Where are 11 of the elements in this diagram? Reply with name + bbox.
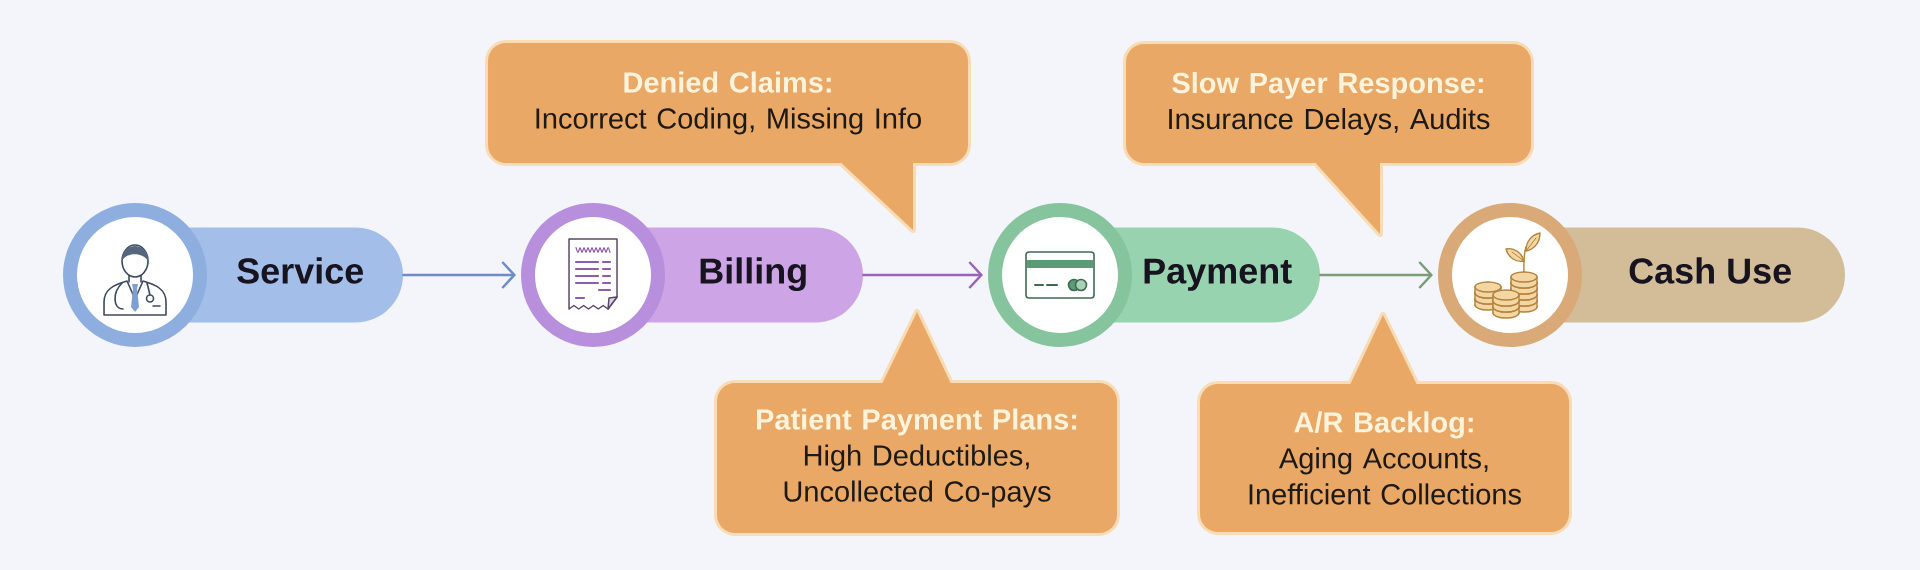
speech-bubble: A/R Backlog: Aging Accounts, Inefficient Collections [1197, 312, 1572, 535]
speech-bubble: Patient Payment Plans: High Deductibles, Uncollected Co-pays [714, 309, 1120, 536]
arrow [402, 261, 516, 289]
arrow [862, 261, 983, 289]
arrow [1319, 261, 1433, 289]
step-pill: Service [63, 203, 403, 347]
step-pill: Payment [988, 203, 1320, 347]
step-pill: Billing [521, 203, 863, 347]
step-pill: Cash Use [1438, 203, 1845, 347]
speech-bubble: Slow Payer Response: Insurance Delays, Audits [1123, 41, 1534, 237]
speech-bubble: Denied Claims: Incorrect Coding, Missing Info [485, 40, 971, 233]
